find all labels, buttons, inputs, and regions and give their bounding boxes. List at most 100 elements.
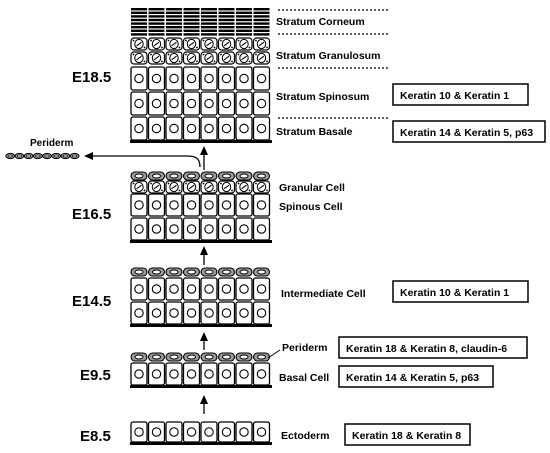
- nucleus-icon: [204, 308, 214, 318]
- granule-dot: [248, 189, 251, 192]
- corneocyte-flake: [236, 29, 252, 32]
- granule-dot: [132, 39, 135, 42]
- nucleus-icon: [53, 154, 59, 158]
- granule-dot: [150, 39, 152, 42]
- stage-label-e9: E9.5: [80, 367, 111, 384]
- periderm-layer: [130, 267, 271, 277]
- granule-dot: [266, 189, 268, 192]
- granule-dot: [167, 53, 170, 56]
- label-shed-periderm: Periderm: [30, 138, 73, 149]
- marker-intermediate: Keratin 10 & Keratin 1: [400, 287, 509, 299]
- nucleus-icon: [134, 200, 144, 210]
- label-periderm: Periderm: [282, 342, 328, 354]
- corneocyte-flake: [218, 11, 235, 14]
- corneocyte-flake: [218, 15, 235, 18]
- label-ectoderm: Ectoderm: [281, 430, 329, 442]
- nucleus-icon: [239, 200, 249, 210]
- basal-cell-layer: [130, 217, 271, 241]
- nucleus-icon: [169, 369, 179, 379]
- nucleus-icon: [239, 73, 249, 84]
- granule-dot: [143, 189, 146, 192]
- nucleus-icon: [186, 224, 197, 234]
- nucleus-icon: [186, 200, 197, 210]
- nucleus-icon: [26, 154, 32, 158]
- corneocyte-flake: [148, 33, 165, 36]
- granule-dot: [150, 182, 152, 185]
- corneocyte-flake: [148, 8, 165, 11]
- nucleus-icon: [256, 200, 267, 210]
- granule-dot: [213, 189, 216, 192]
- granule-dot: [178, 60, 181, 63]
- basement-membrane: [130, 240, 272, 243]
- corneocyte-flake: [183, 15, 200, 18]
- granule-dot: [255, 182, 257, 185]
- granule-dot: [132, 182, 135, 185]
- nucleus-icon: [257, 173, 266, 179]
- granule-dot: [143, 60, 146, 63]
- granule-dot: [202, 182, 205, 185]
- granule-dot: [237, 39, 240, 42]
- corneocyte-flake: [183, 22, 200, 25]
- nucleus-icon: [221, 98, 232, 109]
- label-stratum-corneum: Stratum Corneum: [276, 16, 365, 28]
- corneocyte-flake: [131, 11, 147, 14]
- granule-mark: [153, 41, 160, 47]
- corneocyte-flake: [148, 15, 165, 18]
- corneocyte-flake: [218, 22, 235, 25]
- corneocyte-flake: [166, 22, 182, 25]
- nucleus-icon: [204, 123, 214, 134]
- shedding-arrow-line: [92, 155, 201, 168]
- basement-membrane: [130, 324, 272, 327]
- nucleus-icon: [152, 354, 161, 360]
- corneocyte-flake: [183, 11, 200, 14]
- corneocyte-flake: [218, 18, 235, 22]
- basement-membrane: [130, 442, 272, 445]
- nucleus-icon: [257, 269, 266, 275]
- granule-mark: [258, 184, 265, 190]
- nucleus-icon: [221, 427, 232, 437]
- nucleus-icon: [239, 123, 249, 134]
- corneocyte-flake: [183, 33, 200, 36]
- corneocyte-flake: [218, 8, 235, 11]
- arrow-up-head: [200, 146, 208, 155]
- label-granular-cell: Granular Cell: [279, 182, 345, 194]
- nucleus-icon: [169, 427, 179, 437]
- marker-basale: Keratin 14 & Keratin 5, p63: [400, 127, 533, 139]
- corneocyte-flake: [253, 26, 270, 29]
- arrow-up-head: [200, 395, 208, 404]
- granule-dot: [213, 46, 216, 49]
- granule-dot: [196, 189, 198, 192]
- nucleus-icon: [187, 269, 196, 275]
- nucleus-icon: [239, 354, 249, 360]
- nucleus-icon: [134, 369, 144, 379]
- stratum-spinosum-layer: [130, 66, 271, 116]
- granule-dot: [231, 46, 233, 49]
- corneocyte-flake: [201, 11, 217, 14]
- marker-spinosum: Keratin 10 & Keratin 1: [400, 90, 509, 102]
- label-spinous-cell: Spinous Cell: [279, 201, 343, 213]
- arrow-up-head: [200, 246, 208, 255]
- marker-periderm: Keratin 18 & Keratin 8, claudin-6: [346, 343, 507, 355]
- nucleus-icon: [222, 354, 231, 360]
- nucleus-icon: [152, 269, 161, 275]
- nucleus-icon: [204, 200, 214, 210]
- corneocyte-flake: [236, 11, 252, 14]
- granule-dot: [196, 46, 198, 49]
- nucleus-icon: [256, 308, 267, 318]
- granule-mark: [188, 41, 195, 47]
- corneocyte-flake: [253, 22, 270, 25]
- nucleus-icon: [186, 284, 197, 294]
- corneocyte-flake: [166, 15, 182, 18]
- corneocyte-flake: [253, 8, 270, 11]
- granule-mark: [171, 55, 177, 61]
- corneocyte-flake: [236, 18, 252, 22]
- periderm-layer: [130, 171, 271, 181]
- granule-dot: [202, 53, 205, 56]
- corneocyte-flake: [148, 22, 165, 25]
- marker-box-basal: [338, 365, 494, 388]
- corneocyte-flake: [166, 11, 182, 14]
- nucleus-icon: [256, 369, 267, 379]
- granular-cell-layer: [130, 180, 271, 194]
- corneocyte-flake: [218, 33, 235, 36]
